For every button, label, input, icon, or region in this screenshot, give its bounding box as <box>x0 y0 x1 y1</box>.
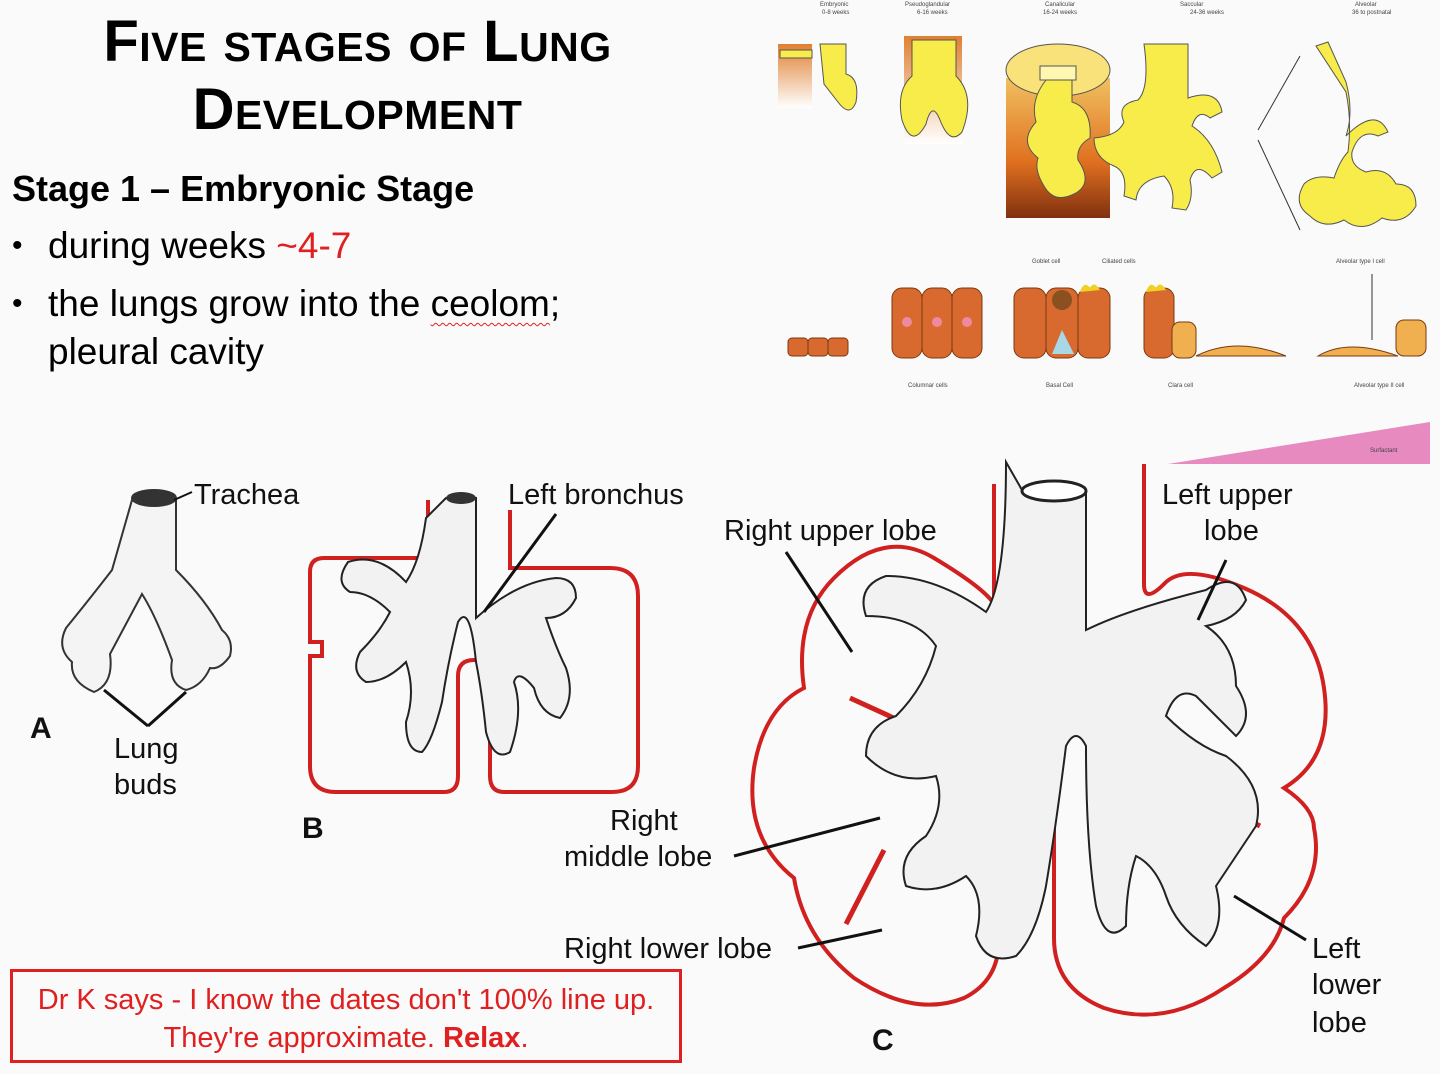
lung-buds-label-1: Lung <box>114 733 179 765</box>
dr-k-note: Dr K says - I know the dates don't 100% … <box>10 969 682 1063</box>
left-lower-lobe-label-2: lower <box>1312 969 1382 1001</box>
svg-text:6-16 weeks: 6-16 weeks <box>917 10 948 16</box>
svg-text:Ciliated cells: Ciliated cells <box>1102 259 1136 265</box>
panel-a-lung-buds <box>61 489 232 728</box>
stage-diagrams-top: Embryonic 0-8 weeks Pseudoglandular 6-16 w… <box>778 2 1417 231</box>
right-upper-lobe-label: Right upper lobe <box>724 515 937 547</box>
svg-text:Alveolar type II cell: Alveolar type II cell <box>1354 383 1404 389</box>
svg-text:Embryonic: Embryonic <box>820 2 848 8</box>
bullet-coelom: • the lungs grow into the ceolom; pleura… <box>10 280 750 376</box>
bullet-weeks: • during weeks ~4-7 <box>10 222 750 270</box>
panel-a-letter: A <box>30 712 52 745</box>
bullet-dot: • <box>12 229 23 262</box>
svg-text:Alveolar type I cell: Alveolar type I cell <box>1336 259 1385 265</box>
svg-text:36 to postnatal: 36 to postnatal <box>1352 10 1391 16</box>
right-middle-lobe-label-1: Right <box>610 805 678 837</box>
svg-text:Columnar cells: Columnar cells <box>908 383 948 389</box>
panel-b-letter: B <box>302 812 324 845</box>
note-end: . <box>520 1022 529 1054</box>
left-lower-lobe-label-3: lobe <box>1312 1007 1367 1039</box>
bullet-coelom-word: ceolom <box>430 283 550 324</box>
svg-text:24-36 weeks: 24-36 weeks <box>1190 10 1224 16</box>
bullet-coelom-post: ; <box>549 283 561 324</box>
svg-text:Alveolar: Alveolar <box>1355 2 1377 8</box>
svg-text:Goblet cell: Goblet cell <box>1032 259 1060 265</box>
bullet-coelom-pre: the lungs grow into the <box>48 283 431 324</box>
svg-text:Basal Cell: Basal Cell <box>1046 383 1073 389</box>
left-bronchus-label: Left bronchus <box>508 479 684 511</box>
right-lower-lobe-label: Right lower lobe <box>564 933 772 965</box>
left-lower-lobe-label-1: Left <box>1312 933 1360 965</box>
panel-c-letter: C <box>872 1024 894 1057</box>
bullet-list: • during weeks ~4-7 • the lungs grow int… <box>10 222 750 386</box>
title-line-1: Five stages of Lung <box>103 9 612 74</box>
panel-b-bronchial-tree <box>308 492 640 794</box>
svg-text:Pseudoglandular: Pseudoglandular <box>905 2 950 8</box>
stage-heading: Stage 1 – Embryonic Stage <box>12 168 475 209</box>
right-middle-lobe-label-2: middle lobe <box>564 841 712 873</box>
svg-text:Saccular: Saccular <box>1180 2 1203 8</box>
note-bold: Relax <box>443 1022 521 1054</box>
surfactant-label: Surfactant <box>1370 448 1398 454</box>
left-upper-lobe-label-2: lobe <box>1204 515 1259 547</box>
svg-text:Clara cell: Clara cell <box>1168 383 1193 389</box>
bullet-weeks-text: during weeks <box>48 225 277 266</box>
slide-title: Five stages of Lung Development <box>0 8 715 144</box>
title-line-2: Development <box>192 77 523 142</box>
bullet-weeks-range: ~4-7 <box>276 225 352 266</box>
bullet-coelom-line2: pleural cavity <box>48 331 264 372</box>
svg-text:Canalicular: Canalicular <box>1045 2 1075 8</box>
svg-text:0-8 weeks: 0-8 weeks <box>822 10 849 16</box>
lung-buds-label-2: buds <box>114 769 177 801</box>
panel-c-lung-lobes <box>733 458 1328 1017</box>
left-upper-lobe-label-1: Left upper <box>1162 479 1293 511</box>
svg-text:16-24 weeks: 16-24 weeks <box>1043 10 1077 16</box>
trachea-label: Trachea <box>194 479 300 511</box>
bullet-dot: • <box>12 287 23 320</box>
cell-diagrams: Goblet cell Ciliated cells Alveolar type… <box>787 259 1430 464</box>
note-text: Dr K says - I know the dates don't 100% … <box>37 984 655 1054</box>
